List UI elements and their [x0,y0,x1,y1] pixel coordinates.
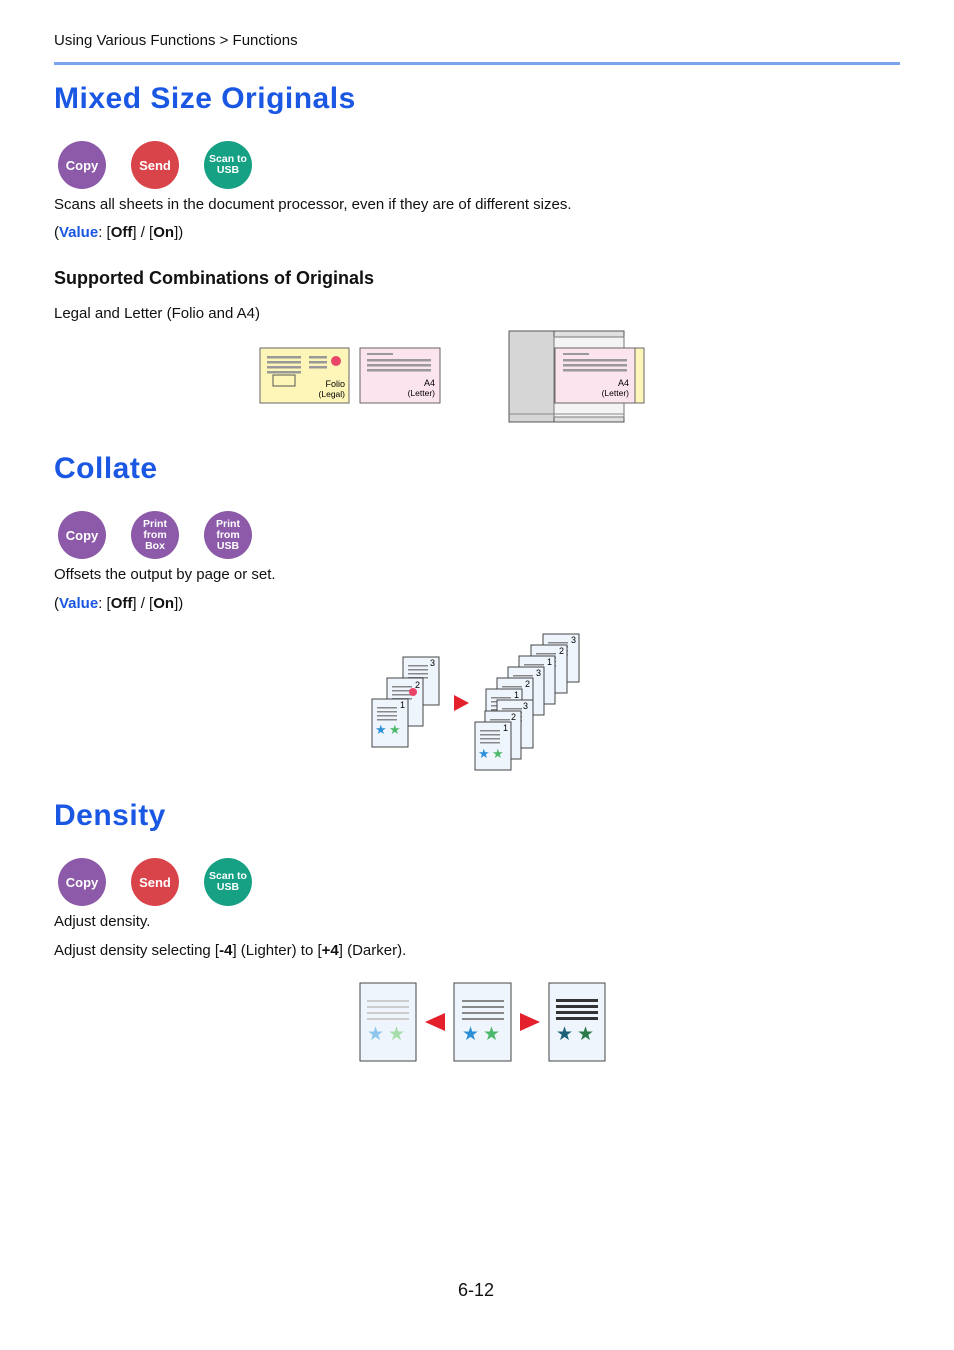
folio-sheet-icon: Folio (Legal) [259,347,350,404]
breadcrumb: Using Various Functions > Functions [54,32,298,49]
arrow-right-icon [454,695,469,711]
processor-letter-label: (Letter) [602,388,630,398]
range-min: -4 [219,942,233,959]
light-page-icon: ★ ★ [359,982,417,1062]
original-stack-icon: 3 2 1 ★ ★ [371,656,440,748]
range-suffix: ] (Darker). [338,942,407,959]
star-icon: ★ [483,1024,500,1045]
collate-illustration: 3 2 1 ★ ★ 3 2 1 3 2 1 3 2 1 ★ ★ [371,633,580,771]
value-label: Value [59,595,99,612]
star-icon: ★ [462,1024,479,1045]
collate-heading: Collate [54,452,158,485]
value-off: Off [110,595,133,612]
copy-badge: Copy [58,858,106,906]
density-description: Adjust density. [54,913,151,930]
page-number: 1 [503,723,508,733]
mixed-value-line: (Value: [Off] / [On]) [54,224,184,241]
header-rule [54,62,900,65]
value-off: Off [110,224,133,241]
page-number: 2 [415,680,420,690]
combination-text: Legal and Letter (Folio and A4) [54,305,260,322]
document-processor-icon: A4 (Letter) [508,330,645,423]
page-number: 3 [523,701,528,711]
star-icon: ★ [492,746,504,761]
folio-label: Folio [325,379,345,389]
density-range-line: Adjust density selecting [-4] (Lighter) … [54,942,406,959]
arrow-left-icon [425,1013,445,1031]
letter-label: (Letter) [408,388,436,398]
mixed-originals-illustration: Folio (Legal) A4 (Letter) A4 (Letter) [259,330,645,423]
a4-label: A4 [424,378,435,388]
page-number: 1 [400,700,405,710]
value-on: On [153,595,175,612]
star-icon: ★ [375,722,387,737]
value-on: On [153,224,175,241]
density-heading: Density [54,799,166,832]
mixed-description: Scans all sheets in the document process… [54,196,572,213]
page-number: 2 [511,712,516,722]
range-max: +4 [321,942,339,959]
range-mid: ] (Lighter) to [ [232,942,322,959]
mixed-size-originals-heading: Mixed Size Originals [54,82,356,115]
range-prefix: Adjust density selecting [ [54,942,220,959]
page-number: 2 [525,679,530,689]
star-icon: ★ [577,1024,594,1045]
density-illustration: ★ ★ ★ ★ ★ ★ [359,982,606,1062]
processor-a4-label: A4 [618,378,629,388]
collate-value-line: (Value: [Off] / [On]) [54,595,184,612]
page-number: 3 [536,668,541,678]
copy-badge: Copy [58,141,106,189]
page-number: 3 [571,635,576,645]
send-badge: Send [131,141,179,189]
page-number: 3 [430,658,435,668]
page-number: 2 [559,646,564,656]
supported-combinations-heading: Supported Combinations of Originals [54,268,375,288]
send-badge: Send [131,858,179,906]
dark-page-icon: ★ ★ [548,982,606,1062]
collated-sets-icon: 3 2 1 3 2 1 3 2 1 ★ ★ [474,633,580,771]
copy-badge: Copy [58,511,106,559]
a4-sheet-icon: A4 (Letter) [359,347,441,404]
collate-description: Offsets the output by page or set. [54,566,276,583]
value-label: Value [59,224,99,241]
page-number: 1 [547,657,552,667]
page-number: 6-12 [458,1280,495,1300]
star-icon: ★ [388,1024,405,1045]
page-number: 1 [514,690,519,700]
star-icon: ★ [389,722,401,737]
arrow-right-icon [520,1013,540,1031]
normal-page-icon: ★ ★ [453,982,512,1062]
legal-label: (Legal) [319,389,346,399]
star-icon: ★ [367,1024,384,1045]
star-icon: ★ [556,1024,573,1045]
star-icon: ★ [478,746,490,761]
